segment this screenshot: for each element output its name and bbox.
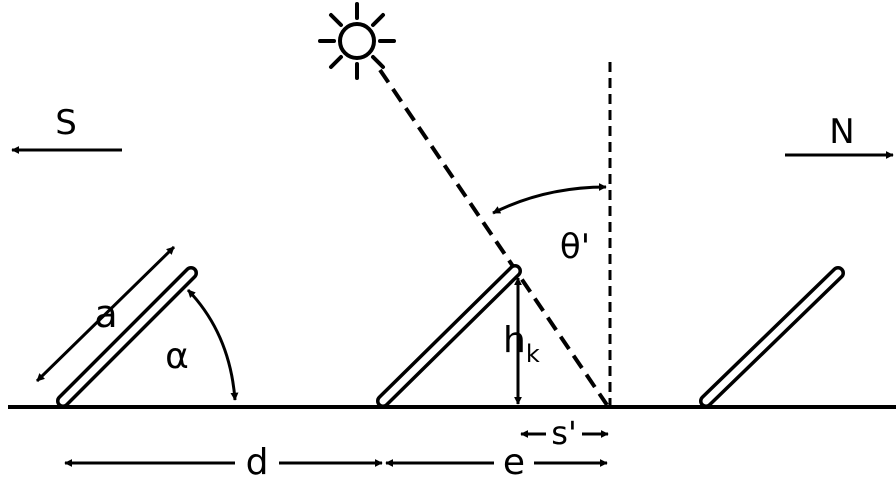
zenith-angle-label: θ' [560,227,590,267]
height-label-subscript: k [526,340,540,368]
gap-label: e [503,442,525,477]
sun-icon [318,2,396,80]
row-spacing-label: d [246,442,269,477]
panel-length-arrow [35,245,176,383]
north-label: N [829,112,854,152]
height-label-main: h [503,320,526,361]
zenith-angle-arc [492,183,607,215]
panel-length-label: a [94,292,117,336]
panel-2 [379,267,519,405]
shadow-label-bg [546,414,582,448]
gap-label-bg [494,440,534,476]
south-label: S [55,103,77,143]
tilt-angle-arc [186,288,239,401]
panel-3 [702,269,842,405]
tilt-angle-label: α [165,336,189,377]
height-label: hk [503,320,540,368]
shadow-label: s' [551,414,576,452]
row-spacing-label-bg [235,440,279,476]
